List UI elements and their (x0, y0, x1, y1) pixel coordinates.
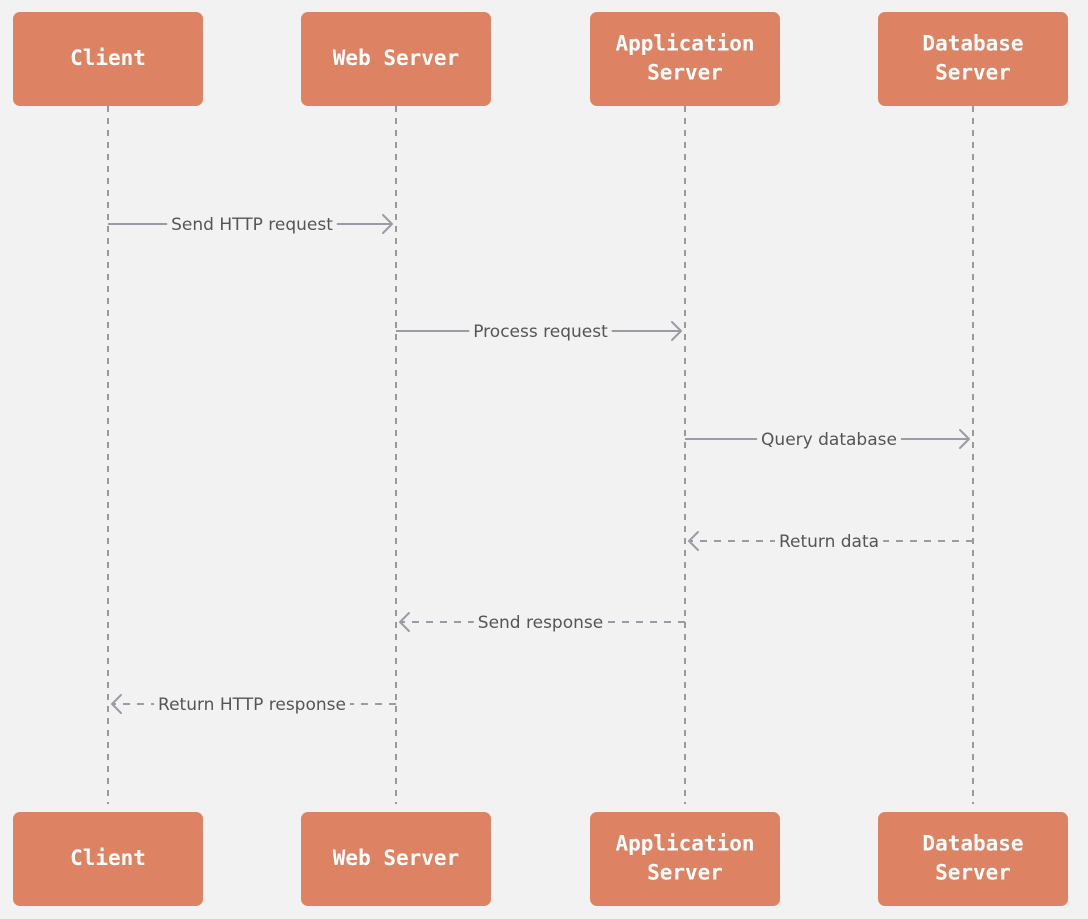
participant-web-bottom: Web Server (301, 812, 491, 906)
participant-box (13, 812, 203, 906)
participant-label: Client (70, 846, 146, 870)
message-2: Process request (396, 320, 682, 342)
participant-label: Application (615, 832, 754, 856)
arrowhead (671, 321, 682, 341)
message-label-background (469, 320, 612, 342)
participant-box (301, 12, 491, 106)
message-6: Return HTTP response (111, 693, 396, 715)
message-3: Query database (685, 428, 970, 450)
participant-label: Database (922, 32, 1023, 56)
message-label-background (774, 530, 884, 552)
participant-web-top: Web Server (301, 12, 491, 106)
participant-client-bottom: Client (13, 812, 203, 906)
arrowhead (959, 429, 970, 449)
participant-box (590, 12, 780, 106)
message-5: Send response (399, 611, 685, 633)
message-label: Return HTTP response (158, 695, 346, 715)
participant-label: Database (922, 832, 1023, 856)
participant-box (878, 812, 1068, 906)
participant-label: Server (935, 861, 1011, 885)
arrowhead (111, 694, 122, 714)
message-label-background (473, 611, 608, 633)
participant-box (878, 12, 1068, 106)
participant-label: Server (935, 61, 1011, 85)
message-label: Return data (779, 532, 879, 552)
participant-label: Server (647, 61, 723, 85)
participant-label: Client (70, 46, 146, 70)
arrowhead (382, 214, 393, 234)
message-label: Process request (473, 322, 608, 342)
participant-label: Web Server (333, 46, 459, 70)
participant-label: Web Server (333, 846, 459, 870)
message-label-background (167, 213, 337, 235)
message-label: Send HTTP request (171, 215, 333, 235)
arrowhead (688, 531, 699, 551)
lifelines (107, 106, 974, 804)
message-label: Send response (478, 613, 603, 633)
participant-box (590, 812, 780, 906)
message-label: Query database (761, 430, 897, 450)
participant-client-top: Client (13, 12, 203, 106)
arrowhead (399, 612, 410, 632)
participant-label: Server (647, 861, 723, 885)
participant-box (301, 812, 491, 906)
message-1: Send HTTP request (108, 213, 393, 235)
message-label-background (154, 693, 350, 715)
message-label-background (757, 428, 901, 450)
participant-label: Application (615, 32, 754, 56)
message-4: Return data (688, 530, 973, 552)
participant-box (13, 12, 203, 106)
